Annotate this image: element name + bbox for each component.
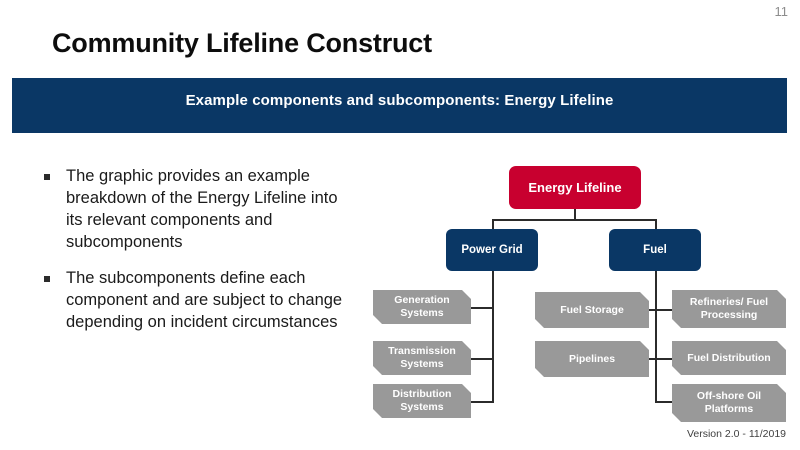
node-label: Refineries/ Fuel Processing (689, 296, 769, 321)
node-label: Generation Systems (394, 294, 450, 319)
node-offshore-oil-platforms[interactable]: Off-shore Oil Platforms (672, 384, 786, 422)
bullet-square-icon (44, 276, 50, 282)
node-label: Pipelines (568, 352, 616, 365)
connector-root-bus (492, 219, 656, 221)
connector-root-to-fuel (655, 219, 657, 230)
connector-stub-fuel-distribution (655, 358, 672, 360)
connector-stub-refineries (655, 309, 672, 311)
section-banner-label: Example components and subcomponents: En… (185, 92, 614, 109)
node-power-grid[interactable]: Power Grid (446, 229, 538, 271)
connector-root-to-power-grid (492, 219, 494, 230)
node-label: Transmission Systems (388, 345, 456, 370)
connector-stub-distribution (471, 401, 493, 403)
node-energy-lifeline[interactable]: Energy Lifeline (509, 166, 641, 209)
bullet-text: The subcomponents define each component … (66, 269, 343, 331)
page-title: Community Lifeline Construct (52, 28, 432, 58)
node-label: Distribution Systems (392, 388, 452, 413)
node-label: Off-shore Oil Platforms (696, 390, 762, 415)
bullet-text: The graphic provides an example breakdow… (66, 167, 338, 251)
node-pipelines[interactable]: Pipelines (535, 341, 649, 377)
connector-power-grid-spine (492, 271, 494, 403)
node-fuel-distribution[interactable]: Fuel Distribution (672, 341, 786, 375)
node-transmission-systems[interactable]: Transmission Systems (373, 341, 471, 375)
node-generation-systems[interactable]: Generation Systems (373, 290, 471, 324)
node-label: Energy Lifeline (528, 180, 622, 195)
node-label: Fuel Storage (560, 303, 624, 316)
version-footer: Version 2.0 - 11/2019 (686, 428, 786, 440)
bullet-square-icon (44, 174, 50, 180)
page-number: 11 (774, 4, 789, 19)
connector-stub-transmission (471, 358, 493, 360)
node-fuel-storage[interactable]: Fuel Storage (535, 292, 649, 328)
connector-fuel-spine (655, 271, 657, 403)
connector-stub-pipelines (649, 358, 657, 360)
connector-stub-offshore (655, 401, 672, 403)
connector-root-stem (574, 209, 576, 220)
connector-stub-generation (471, 307, 493, 309)
node-refineries-fuel-processing[interactable]: Refineries/ Fuel Processing (672, 290, 786, 328)
connector-stub-fuel-storage (649, 309, 657, 311)
node-label: Fuel (643, 244, 667, 256)
node-distribution-systems[interactable]: Distribution Systems (373, 384, 471, 418)
bullet-list: The graphic provides an example breakdow… (44, 165, 354, 347)
node-label: Fuel Distribution (687, 351, 771, 364)
list-item: The subcomponents define each component … (44, 267, 354, 333)
section-banner: Example components and subcomponents: En… (12, 78, 787, 133)
list-item: The graphic provides an example breakdow… (44, 165, 354, 253)
node-fuel[interactable]: Fuel (609, 229, 701, 271)
node-label: Power Grid (461, 244, 523, 256)
